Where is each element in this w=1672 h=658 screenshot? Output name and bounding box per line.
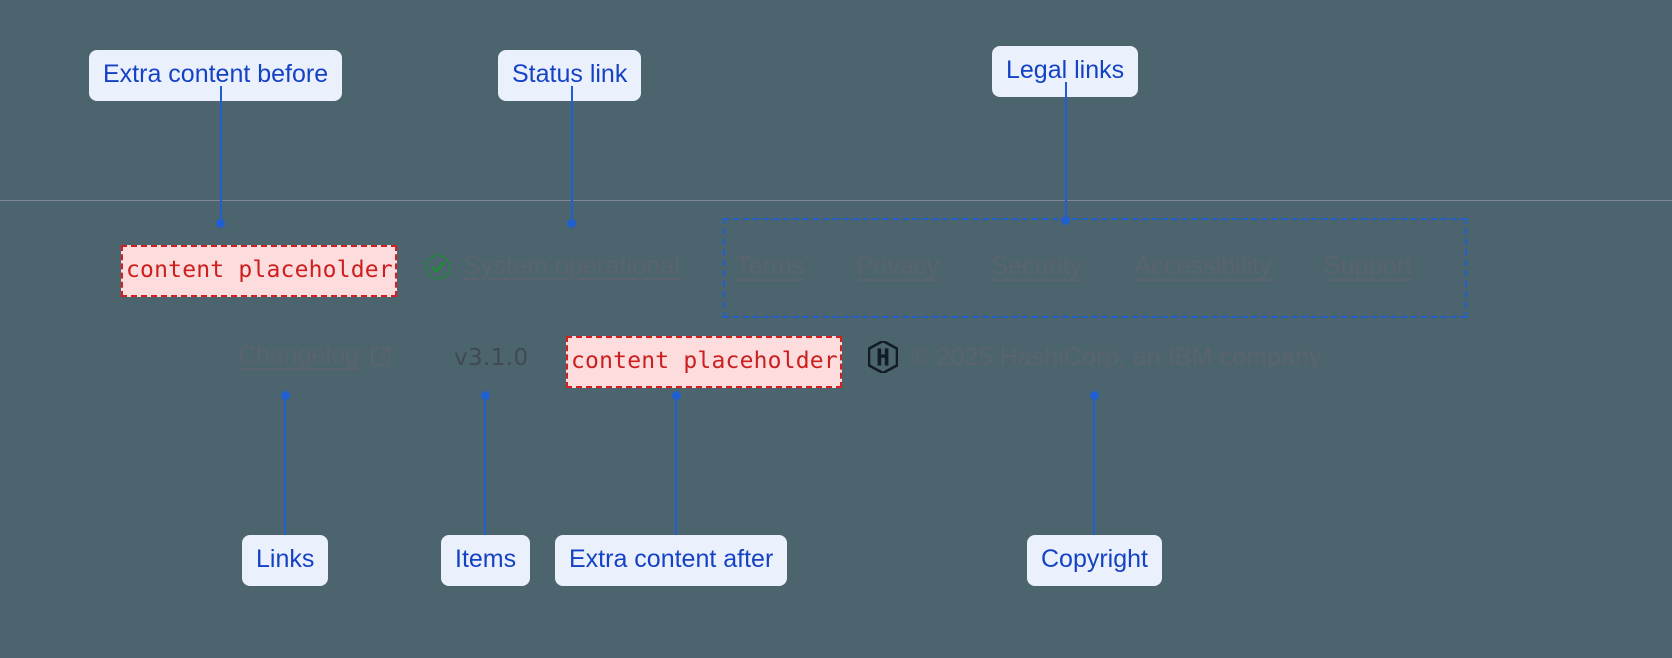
annotation-leader-extra-content-before [220,86,222,224]
legal-link-terms[interactable]: Terms [736,252,805,280]
hashicorp-logo [867,339,899,375]
version-label: v3.1.0 [454,345,529,371]
annotation-label-links: Links [242,535,329,586]
extra-content-after-placeholder: content placeholder [566,336,842,388]
legal-links-group: Terms Privacy Security Accessibility Sup… [736,252,1412,281]
legal-link-support[interactable]: Support [1323,252,1413,280]
status-link-label: System operational [464,252,680,280]
annotation-label-status-link: Status link [498,50,642,101]
annotation-dot-copyright [1090,391,1099,400]
annotation-label-items: Items [441,535,531,586]
annotation-dot-extra-content-after [672,391,681,400]
annotation-dot-legal-links [1061,216,1070,225]
legal-link-accessibility[interactable]: Accessibility [1134,252,1272,280]
annotation-label-extra-content-before: Extra content before [89,50,343,101]
annotation-dot-extra-content-before [216,219,225,228]
copyright-text: © 2025 HashiCorp, an IBM company [911,342,1322,371]
annotation-leader-legal-links [1065,82,1067,221]
check-circle-icon [424,253,452,281]
legal-link-privacy[interactable]: Privacy [856,252,940,280]
footer-top-divider [0,200,1672,201]
extra-content-before-placeholder: content placeholder [121,245,397,297]
annotation-label-extra-content-after: Extra content after [555,535,788,586]
annotation-leader-copyright [1093,396,1095,535]
annotation-dot-items [481,391,490,400]
annotation-dot-status-link [567,219,576,228]
external-link-icon [370,345,392,367]
changelog-label: Changelog [238,341,359,369]
status-link[interactable]: System operational [424,252,680,281]
annotation-leader-items [484,396,486,535]
legal-links-highlight [723,218,1467,318]
annotation-leader-links [284,396,286,535]
annotation-leader-status-link [571,86,573,224]
annotation-dot-links [281,391,290,400]
copyright-group: © 2025 HashiCorp, an IBM company [867,339,1322,375]
annotation-label-copyright: Copyright [1027,535,1162,586]
annotation-leader-extra-content-after [675,396,677,535]
changelog-link[interactable]: Changelog [238,341,392,370]
legal-link-security[interactable]: Security [991,252,1083,280]
